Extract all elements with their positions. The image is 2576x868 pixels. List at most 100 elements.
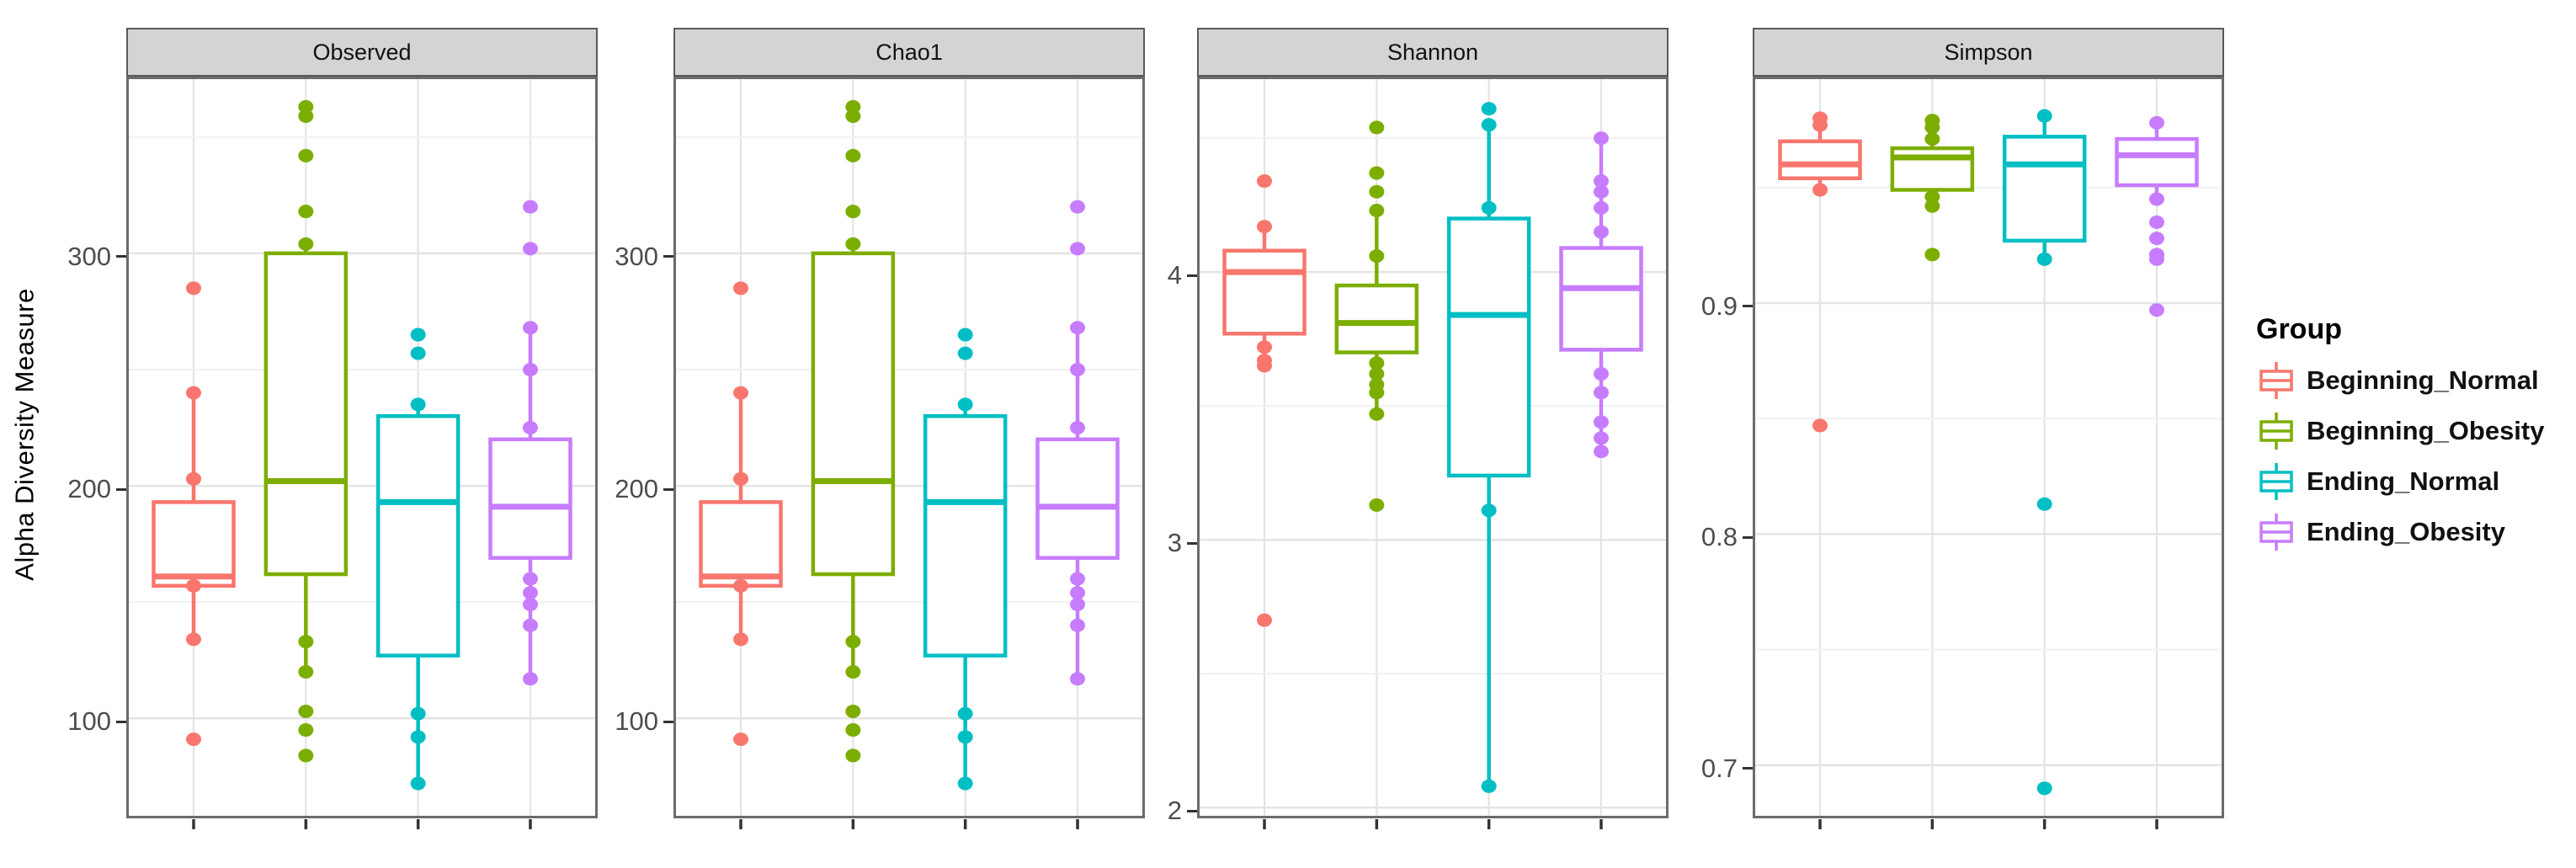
data-point <box>1369 356 1385 370</box>
data-point <box>1481 118 1497 132</box>
data-point <box>1257 174 1272 189</box>
data-point <box>523 672 538 686</box>
facet-strip-shannon: Shannon <box>1197 28 1669 77</box>
data-point <box>1257 340 1272 354</box>
facet-strip-chao1: Chao1 <box>673 28 1145 77</box>
facet-simpson: Simpson <box>1753 0 2224 868</box>
facet-chao1: Chao1 <box>673 0 1145 868</box>
y-tick-mark <box>1187 274 1197 277</box>
facet-strip-label: Shannon <box>1386 39 1479 65</box>
boxplot-Beginning_Obesity <box>1890 114 1975 262</box>
data-point <box>2036 252 2052 266</box>
boxplot-key-icon <box>2259 362 2293 399</box>
data-point <box>2149 252 2164 266</box>
facet-strip-label: Observed <box>312 39 412 65</box>
data-point <box>298 99 314 114</box>
boxplot-Ending_Normal <box>2002 109 2087 796</box>
data-point <box>410 327 426 342</box>
boxplot-Ending_Obesity <box>1559 131 1643 459</box>
boxplot-Ending_Obesity <box>2115 115 2199 317</box>
y-tick-mark <box>116 255 126 258</box>
data-point <box>2149 303 2164 317</box>
data-point <box>298 723 314 738</box>
y-axis-title-column: Alpha Diversity Measure <box>0 0 51 868</box>
data-point <box>1070 597 1085 611</box>
data-point <box>1594 200 1609 215</box>
data-point <box>1594 415 1609 429</box>
data-point <box>1257 613 1272 627</box>
data-point <box>1369 386 1385 400</box>
y-axis-title: Alpha Diversity Measure <box>10 287 40 581</box>
y-tick-label: 0.7 <box>1700 753 1738 783</box>
data-point <box>1070 586 1085 600</box>
boxplot-key-icon <box>2259 463 2293 500</box>
data-point <box>298 748 314 763</box>
boxplot-Beginning_Obesity <box>811 99 896 763</box>
y-tick-label: 100 <box>615 706 658 737</box>
boxplot-Beginning_Obesity <box>1334 120 1419 512</box>
data-point <box>845 723 861 738</box>
data-point <box>410 730 426 744</box>
data-point <box>733 281 748 296</box>
facet-shannon: Shannon <box>1197 0 1669 868</box>
panel-simpson <box>1753 77 2224 829</box>
data-point <box>523 242 538 256</box>
data-point <box>1812 418 1828 433</box>
facet-strip-label: Simpson <box>1944 39 2033 65</box>
data-point <box>410 776 426 791</box>
data-point <box>1369 498 1385 512</box>
boxplot-key-icon <box>2259 413 2293 450</box>
data-point <box>1369 367 1385 381</box>
data-point <box>1369 184 1385 199</box>
y-tick-label: 3 <box>1167 528 1182 558</box>
boxplot-Ending_Normal <box>1446 102 1531 793</box>
data-point <box>1481 503 1497 518</box>
data-point <box>186 732 201 747</box>
data-point <box>1070 572 1085 586</box>
y-axis-ticks-chao1: 100 200 300 <box>598 80 673 833</box>
data-point <box>1594 131 1609 146</box>
y-tick-label: 300 <box>615 241 658 271</box>
data-point <box>1594 174 1609 189</box>
data-point <box>1070 242 1085 256</box>
y-tick-mark <box>1743 535 1753 539</box>
data-point <box>523 421 538 435</box>
data-point <box>845 99 861 114</box>
data-point <box>186 632 201 647</box>
data-point <box>1070 618 1085 632</box>
data-point <box>523 586 538 600</box>
legend-entry-beginning-normal: Beginning_Normal <box>2256 359 2576 402</box>
facet-strip-simpson: Simpson <box>1753 28 2224 77</box>
data-point <box>1369 249 1385 264</box>
data-point <box>845 237 861 251</box>
data-point <box>957 776 973 791</box>
boxplot-Beginning_Obesity <box>263 99 349 763</box>
data-point <box>1070 362 1085 376</box>
boxplot-Ending_Normal <box>375 327 460 791</box>
data-point <box>1594 184 1609 199</box>
boxplot-Beginning_Normal <box>1222 174 1307 627</box>
data-point <box>1924 248 1940 262</box>
boxplot-key-icon <box>2259 514 2293 551</box>
data-point <box>733 578 748 593</box>
y-tick-mark <box>1743 767 1753 770</box>
data-point <box>957 730 973 744</box>
legend-title: Group <box>2256 313 2342 345</box>
y-tick-label: 300 <box>67 241 111 271</box>
data-point <box>298 109 314 123</box>
y-tick-label: 2 <box>1167 796 1182 826</box>
y-axis-ticks-shannon: 2 3 4 <box>1145 80 1197 833</box>
data-point <box>410 706 426 721</box>
y-tick-label: 4 <box>1167 260 1182 290</box>
data-point <box>523 597 538 611</box>
y-tick-label: 0.8 <box>1700 522 1738 552</box>
data-point <box>845 748 861 763</box>
legend-entry-label: Beginning_Normal <box>2307 365 2539 395</box>
y-tick-mark <box>1743 305 1753 308</box>
data-point <box>1070 200 1085 214</box>
y-tick-label: 200 <box>615 474 658 504</box>
data-point <box>298 635 314 649</box>
panel-observed <box>126 77 598 829</box>
